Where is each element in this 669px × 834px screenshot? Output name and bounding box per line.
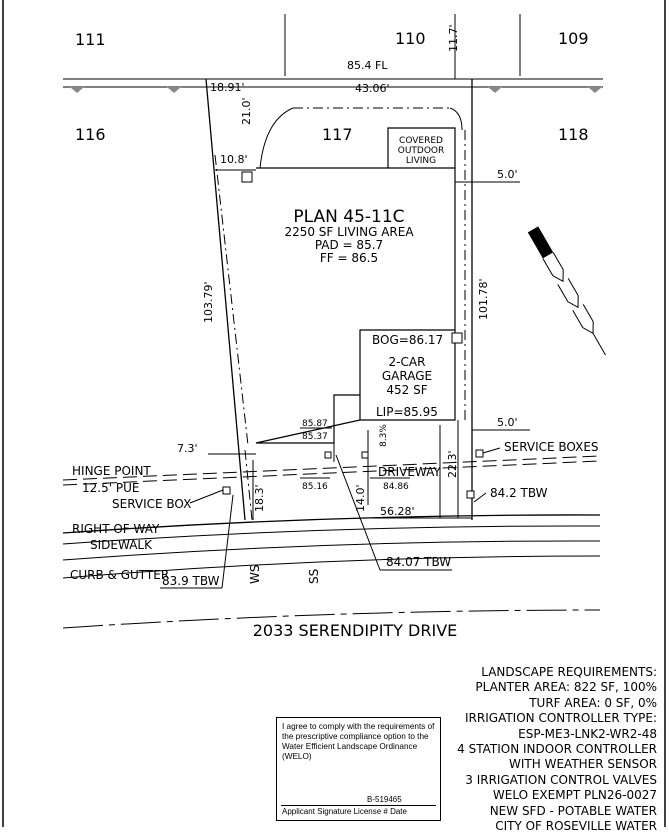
note-line: NEW SFD - POTABLE WATER <box>489 803 657 818</box>
dim-10-8: 10.8' <box>220 153 248 166</box>
elev-84-86: 84.86 <box>383 482 409 492</box>
covered-line-3: LIVING <box>406 156 436 166</box>
tbw-83-9: 83.9 TBW <box>162 574 220 588</box>
note-line: 4 STATION INDOOR CONTROLLER <box>457 742 657 757</box>
note-line: LANDSCAPE REQUIREMENTS: <box>481 665 657 679</box>
dim-7-3: 7.3' <box>177 442 198 455</box>
signature-text: I agree to comply with the requirements … <box>282 722 435 761</box>
signature-box: I agree to comply with the requirements … <box>276 717 441 821</box>
curb-gutter-label: CURB & GUTTER <box>70 568 169 582</box>
dim-21-0: 21.0' <box>240 97 253 125</box>
plan-area: 2250 SF LIVING AREA <box>284 225 414 239</box>
dim-22-3: 22.3' <box>446 450 459 478</box>
hinge-point-label: HINGE POINT <box>72 464 151 478</box>
plan-pad: PAD = 85.7 <box>315 238 383 252</box>
elev-85-16: 85.16 <box>302 482 328 492</box>
garage-line-1: 2-CAR <box>389 355 426 369</box>
note-line: 3 IRRIGATION CONTROL VALVES <box>465 772 657 787</box>
street-name: 2033 SERENDIPITY DRIVE <box>253 621 458 640</box>
garage-bog: BOG=86.17 <box>372 333 443 347</box>
landscape-notes: LANDSCAPE REQUIREMENTS: PLANTER AREA: 82… <box>357 665 657 834</box>
license-number: B-519465 <box>367 795 402 804</box>
tbw-84-2: 84.2 TBW <box>490 486 548 500</box>
note-line: TURF AREA: 0 SF, 0% <box>529 695 657 710</box>
covered-line-2: OUTDOOR <box>398 146 445 156</box>
note-line: ESP-ME3-LNK2-WR2-48 <box>518 726 657 741</box>
dim-14-0: 14.0' <box>354 484 367 512</box>
note-line: WITH WEATHER SENSOR <box>509 757 657 772</box>
sidewalk-label: SIDEWALK <box>90 538 153 552</box>
plan-name: PLAN 45-11C <box>293 207 404 227</box>
lot-111: 111 <box>75 30 106 49</box>
signature-labels: Applicant Signature License # Date <box>282 807 407 816</box>
elev-85-37: 85.37 <box>302 432 328 442</box>
garage-line-2: GARAGE <box>382 369 432 383</box>
dim-11-7: 11.7' <box>447 24 460 52</box>
dim-103-79: 103.79' <box>202 281 215 323</box>
plan-ff: FF = 86.5 <box>320 251 378 265</box>
pue-label: 12.5' PUE <box>82 481 139 495</box>
dim-18-91: 18.91' <box>210 81 245 94</box>
dim-56-28: 56.28' <box>380 505 415 518</box>
note-line: PLANTER AREA: 822 SF, 100% <box>475 680 657 695</box>
ws-label: WS <box>248 565 262 584</box>
service-box-label: SERVICE BOX <box>112 497 191 511</box>
note-line: WELO EXEMPT PLN26-0027 <box>492 788 657 803</box>
dim-43-06: 43.06' <box>355 82 390 95</box>
signature-line <box>281 805 436 806</box>
ss-label: SS <box>307 569 321 584</box>
dim-101-78: 101.78' <box>477 278 490 320</box>
lot-110: 110 <box>395 29 426 48</box>
driveway-label: DRIVEWAY <box>378 465 441 479</box>
covered-line-1: COVERED <box>399 136 443 146</box>
garage-lip: LIP=85.95 <box>376 405 438 419</box>
dim-18-3: 18.3' <box>253 484 266 512</box>
elev-85-87: 85.87 <box>302 419 328 429</box>
lot-118: 118 <box>558 125 589 144</box>
garage-line-3: 452 SF <box>386 383 427 397</box>
driveway-slope: 8.3% <box>379 424 389 447</box>
dim-5-0-bottom: 5.0' <box>497 416 518 429</box>
lot-116: 116 <box>75 125 106 144</box>
note-line: IRRIGATION CONTROLLER TYPE: <box>465 711 657 726</box>
tbw-84-07: 84.07 TBW <box>386 555 451 569</box>
service-boxes-label: SERVICE BOXES <box>504 440 599 454</box>
right-of-way-label: RIGHT OF WAY <box>72 522 160 536</box>
dim-5-0-top: 5.0' <box>497 168 518 181</box>
lot-117: 117 <box>322 125 353 144</box>
lot-109: 109 <box>558 29 589 48</box>
fl-label: 85.4 FL <box>347 59 388 72</box>
